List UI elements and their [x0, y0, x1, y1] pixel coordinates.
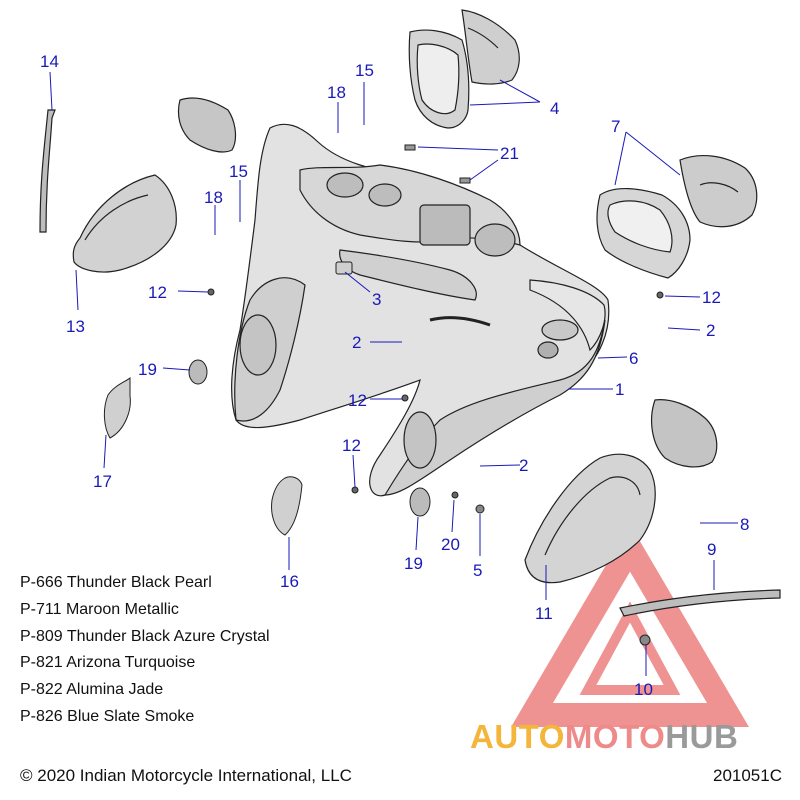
- callout-2-top: 2: [352, 333, 361, 352]
- callout-12-lower: 12: [342, 436, 361, 455]
- callout-12-mid: 12: [348, 391, 367, 410]
- right-glove-box-door-part: [596, 155, 758, 279]
- left-speaker-pod-part: [39, 97, 237, 273]
- callout-11: 11: [535, 604, 553, 623]
- watermark-word-auto: AUTO: [470, 718, 565, 755]
- callout-7: 7: [611, 117, 620, 136]
- watermark-word-hub: HUB: [665, 718, 739, 755]
- copyright-notice: © 2020 Indian Motorcycle International, …: [20, 766, 352, 785]
- paint-code-item: P-826 Blue Slate Smoke: [20, 707, 195, 725]
- glove-box-door-part: [408, 9, 520, 129]
- paint-code-item: P-822 Alumina Jade: [20, 681, 164, 699]
- watermark-triangle-logo: [511, 524, 749, 727]
- callout-21: 21: [500, 144, 519, 163]
- callout-20: 20: [441, 535, 460, 554]
- callout-14: 14: [40, 52, 59, 71]
- callout-4: 4: [550, 99, 559, 118]
- callout-19-lower: 19: [404, 554, 423, 573]
- callout-3: 3: [372, 290, 381, 309]
- callout-9: 9: [707, 540, 716, 559]
- callout-12-right: 12: [702, 288, 721, 307]
- callout-5: 5: [473, 561, 482, 580]
- callout-10: 10: [634, 680, 653, 699]
- callout-leader-lines: [49, 71, 738, 676]
- paint-code-list: P-666 Thunder Black Pearl P-711 Maroon M…: [20, 570, 270, 731]
- callout-18-top: 18: [327, 83, 346, 102]
- watermark-word-moto: MOTO: [564, 718, 666, 755]
- fairing-trim-part: [529, 279, 606, 352]
- inner-fairing-part: [231, 123, 610, 497]
- callout-15-left: 15: [229, 162, 248, 181]
- callout-17: 17: [93, 472, 112, 491]
- callout-numbers: 1 2 2 2 3 4 5 6 7 8 9 10 11 12 12 12 12 …: [40, 52, 749, 699]
- callout-6: 6: [629, 349, 638, 368]
- callout-13: 13: [66, 317, 85, 336]
- callout-8: 8: [740, 515, 749, 534]
- paint-code-item: P-809 Thunder Black Azure Crystal: [20, 627, 270, 645]
- right-speaker-pod-part: [524, 399, 781, 617]
- callout-16: 16: [280, 572, 299, 591]
- callout-2-lower: 2: [519, 456, 528, 475]
- watermark-logo-text: AUTOMOTOHUB: [470, 718, 738, 756]
- callout-12-left: 12: [148, 283, 167, 302]
- small-hardware-parts: [103, 144, 664, 646]
- callout-1: 1: [615, 380, 624, 399]
- callout-18-left: 18: [204, 188, 223, 207]
- callout-19-left: 19: [138, 360, 157, 379]
- paint-code-item: P-666 Thunder Black Pearl: [20, 574, 212, 591]
- paint-code-item: P-711 Maroon Metallic: [20, 600, 179, 618]
- figure-code: 201051C: [712, 766, 782, 785]
- callout-15-top: 15: [355, 61, 374, 80]
- paint-code-item: P-821 Arizona Turquoise: [20, 654, 196, 672]
- callout-2-right: 2: [706, 321, 715, 340]
